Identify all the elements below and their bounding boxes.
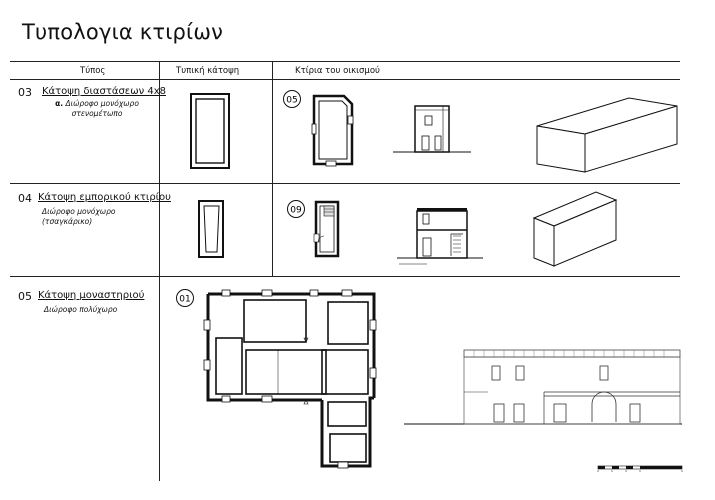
header-top-rule: [10, 61, 680, 62]
row-subtitle: Διώροφο πολύχωρο: [44, 305, 118, 314]
building-plan-09: [313, 200, 340, 258]
building-section-09: [397, 208, 483, 265]
header-type: Τύπος: [80, 66, 106, 76]
building-plan-05: [311, 94, 354, 167]
row-subtitle-marker: α.: [55, 99, 64, 108]
building-number: 05: [286, 96, 297, 106]
building-badge-01: 01: [176, 289, 194, 307]
building-number: 09: [290, 206, 302, 216]
building-volume-09: [532, 191, 618, 267]
row-title: Κάτοψη διαστάσεων 4x8: [42, 86, 166, 97]
header-typical-plan: Τυπική κάτοψη: [176, 66, 240, 76]
row-subtitle: Διώροφο μονόχωρο (τσαγκάρικο): [42, 207, 116, 226]
typical-plan-03: [190, 93, 230, 169]
row-divider-1: [10, 183, 680, 184]
column-divider-2: [272, 61, 273, 276]
row-title: Κάτοψη μοναστηριού: [38, 290, 145, 301]
building-volume-05: [536, 97, 678, 173]
row-number: 05: [18, 290, 32, 303]
row-subtitle: α. Διώροφο μονόχωρο στενομέτωπο: [55, 99, 139, 118]
building-badge-09: 09: [287, 200, 305, 218]
row-number: 04: [18, 192, 32, 205]
row-divider-2: [10, 276, 680, 277]
building-badge-05: 05: [283, 90, 301, 108]
building-number: 01: [179, 295, 190, 305]
header-bottom-rule: [10, 79, 680, 80]
monastery-plan-01: [203, 289, 377, 469]
typical-plan-04: [198, 200, 224, 258]
column-divider-1: [159, 61, 160, 481]
building-section-05: [393, 105, 471, 153]
row-number: 03: [18, 86, 32, 99]
row-title: Κάτοψη εμπορικού κτιρίου: [38, 192, 171, 203]
header-settlement-buildings: Κτίρια του οικισμού: [295, 66, 380, 76]
scale-bar: [597, 465, 683, 472]
monastery-elevation-01: [404, 349, 682, 425]
page-title: Τυπολογια κτιρίων: [22, 20, 224, 44]
